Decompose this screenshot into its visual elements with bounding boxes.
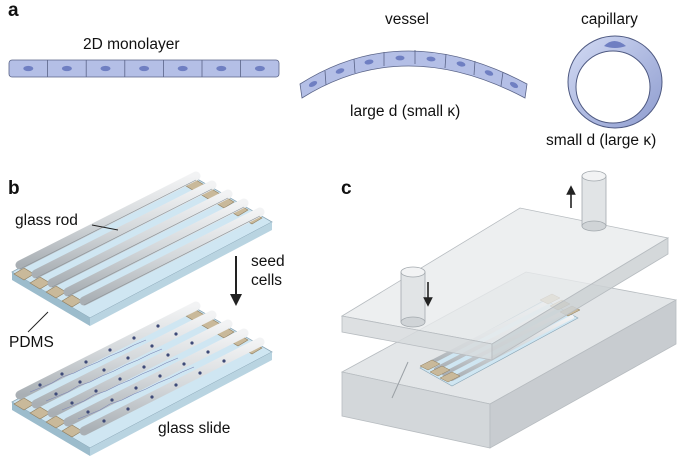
capillary-caption: small d (large κ) — [546, 132, 657, 149]
vessel-label: vessel — [385, 11, 429, 28]
glass-rod-leader — [91, 224, 119, 231]
vessel-caption: large d (small κ) — [350, 103, 461, 120]
device-with-cells — [11, 301, 273, 456]
capillary-label: capillary — [581, 11, 638, 28]
inlet-port — [400, 266, 426, 328]
seed-cells-label-line1: seed — [251, 253, 285, 270]
pdms-leader — [27, 311, 49, 333]
glass-slide-label: glass slide — [158, 420, 231, 437]
panel-b-label: b — [8, 178, 20, 199]
panel-a — [8, 35, 663, 129]
panel-c — [340, 170, 678, 449]
monolayer-label: 2D monolayer — [83, 36, 180, 53]
pdms-label: PDMS — [9, 334, 54, 351]
capillary-diagram — [567, 35, 663, 129]
panel-a-label: a — [8, 0, 19, 21]
panel-c-label: c — [341, 178, 352, 199]
monolayer-nuclei — [23, 65, 265, 72]
monolayer-cells — [47, 60, 242, 77]
device-with-rods — [11, 171, 273, 326]
panel-b — [11, 171, 273, 456]
seed-cells-label-line2: cells — [251, 272, 283, 289]
monolayer-diagram — [8, 59, 280, 78]
vessel-diagram — [299, 50, 528, 99]
glass-rod-label: glass rod — [15, 212, 78, 229]
outlet-port — [581, 170, 607, 232]
